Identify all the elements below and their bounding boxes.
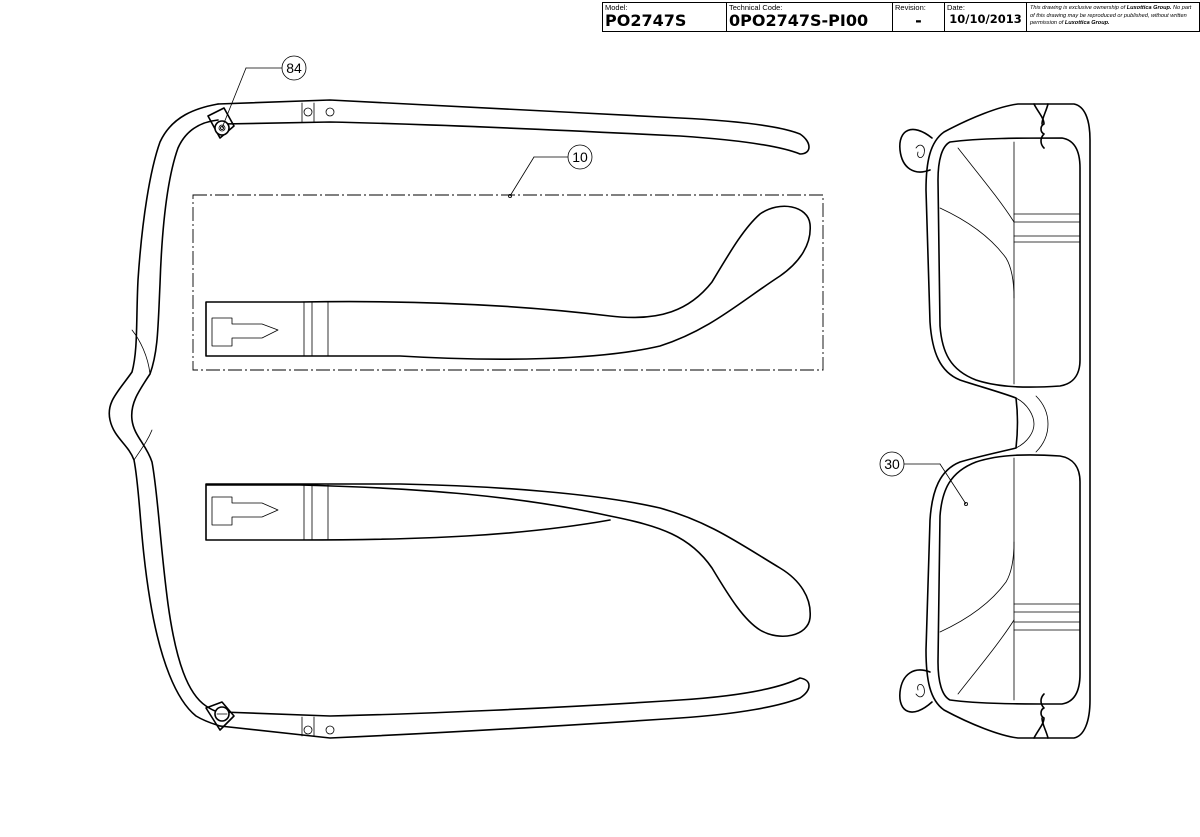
technical-code-label: Technical Code: [729,3,783,12]
revision-value: - [915,11,922,30]
ownership-company: Luxottica Group. [1126,5,1172,11]
ownership-note-prefix: This drawing is exclusive ownership of [1030,5,1126,11]
callout-10-label: 10 [572,149,588,165]
temple-side-view [205,483,811,638]
revision-cell: Revision: - [893,3,945,31]
date-value: 10/10/2013 [949,12,1022,26]
callout-10: 10 [507,144,593,198]
technical-code-value: 0PO2747S-PI00 [729,11,869,30]
frame-top-view [108,99,810,739]
temple-detail-box [192,194,824,371]
ownership-note-middle: No part of this drawing may be reproduce… [1030,5,1192,27]
ownership-cell: This drawing is exclusive ownership of L… [1027,3,1199,31]
model-cell: Model: PO2747S [603,3,727,31]
callout-30: 30 [879,451,969,506]
revision-label: Revision: [895,3,926,12]
title-block: Model: PO2747S Technical Code: 0PO2747S-… [602,2,1200,32]
callout-30-label: 30 [884,456,900,472]
date-label: Date: [947,3,965,12]
ownership-note: This drawing is exclusive ownership of L… [1030,5,1197,28]
callout-84-label: 84 [286,60,302,76]
ownership-company-2: Luxottica Group. [1064,20,1110,27]
model-label: Model: [605,3,628,12]
model-value: PO2747S [605,11,687,30]
technical-code-cell: Technical Code: 0PO2747S-PI00 [727,3,893,31]
date-cell: Date: 10/10/2013 [945,3,1027,31]
callout-84: 84 [219,55,307,131]
frame-front-view [899,103,1091,739]
